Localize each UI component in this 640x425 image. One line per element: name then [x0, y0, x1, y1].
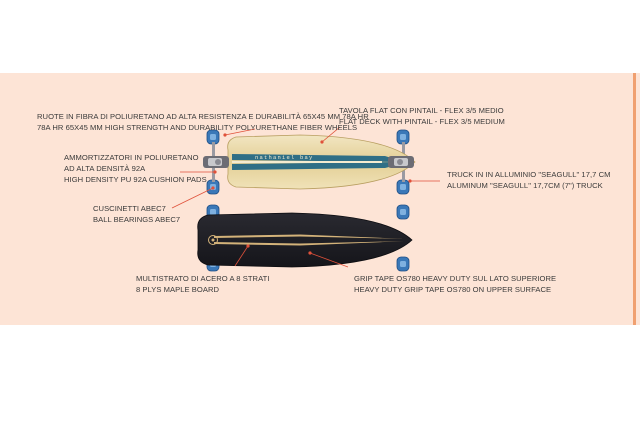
- accent-stripe: [633, 73, 636, 325]
- truck-icon: [203, 156, 229, 168]
- grip-deck-shape: [197, 212, 413, 268]
- deck-graphic-text: nathaniel bay: [255, 154, 314, 161]
- logo-icon: [208, 235, 218, 245]
- cushions-label-it-1: AMMORTIZZATORI IN POLIURETANO: [64, 153, 199, 162]
- wheel-icon: [396, 129, 410, 145]
- deck-annotation: TAVOLA FLAT CON PINTAIL - FLEX 3/5 MEDIO…: [339, 105, 505, 127]
- grip-annotation: GRIP TAPE OS780 HEAVY DUTY SUL LATO SUPE…: [354, 273, 556, 295]
- truck-label-en: ALUMINUM "SEAGULL" 17,7CM (7") TRUCK: [447, 181, 603, 190]
- cushions-label-it-2: AD ALTA DENSITÀ 92A: [64, 164, 146, 173]
- wheel-icon: [396, 204, 410, 220]
- bottom-board: [197, 204, 413, 272]
- board-label-en: 8 PLYS MAPLE BOARD: [136, 285, 220, 294]
- cushions-label-en: HIGH DENSITY PU 92A CUSHION PADS: [64, 175, 207, 184]
- cushions-annotation: AMMORTIZZATORI IN POLIURETANO AD ALTA DE…: [64, 152, 207, 185]
- background-band: [0, 73, 640, 325]
- truck-annotation: TRUCK IN IN ALLUMINIO "SEAGULL" 17,7 CM …: [447, 169, 610, 191]
- deck-label-it: TAVOLA FLAT CON PINTAIL - FLEX 3/5 MEDIO: [339, 106, 504, 115]
- truck-icon: [388, 156, 414, 168]
- wheel-icon: [396, 256, 410, 272]
- truck-label-it: TRUCK IN IN ALLUMINIO "SEAGULL" 17,7 CM: [447, 170, 611, 179]
- grip-stripe: [214, 241, 404, 246]
- board-annotation: MULTISTRATO DI ACERO A 8 STRATI 8 PLYS M…: [136, 273, 269, 295]
- deck-center-line: [232, 161, 382, 163]
- bearings-label-it: CUSCINETTI ABEC7: [93, 204, 166, 213]
- grip-stripe: [214, 234, 404, 239]
- wheels-annotation: RUOTE IN FIBRA DI POLIURETANO AD ALTA RE…: [37, 111, 369, 133]
- board-label-it: MULTISTRATO DI ACERO A 8 STRATI: [136, 274, 270, 283]
- deck-label-en: FLAT DECK WITH PINTAIL - FLEX 3/5 MEDIUM: [339, 117, 505, 126]
- wheels-label-it: RUOTE IN FIBRA DI POLIURETANO AD ALTA RE…: [37, 112, 369, 121]
- wheel-icon: [396, 179, 410, 195]
- bearings-annotation: CUSCINETTI ABEC7 BALL BEARINGS ABEC7: [93, 203, 180, 225]
- deck-stripe: [232, 162, 405, 170]
- top-board: nathaniel bay: [203, 129, 416, 195]
- grip-label-en: HEAVY DUTY GRIP TAPE OS780 ON UPPER SURF…: [354, 285, 552, 294]
- deck-stripe: [232, 154, 405, 162]
- wheels-label-en: 78A HR 65X45 MM HIGH STRENGTH AND DURABI…: [37, 123, 358, 132]
- leader-lines: [171, 126, 440, 268]
- bearings-label-en: BALL BEARINGS ABEC7: [93, 215, 181, 224]
- grip-label-it: GRIP TAPE OS780 HEAVY DUTY SUL LATO SUPE…: [354, 274, 557, 283]
